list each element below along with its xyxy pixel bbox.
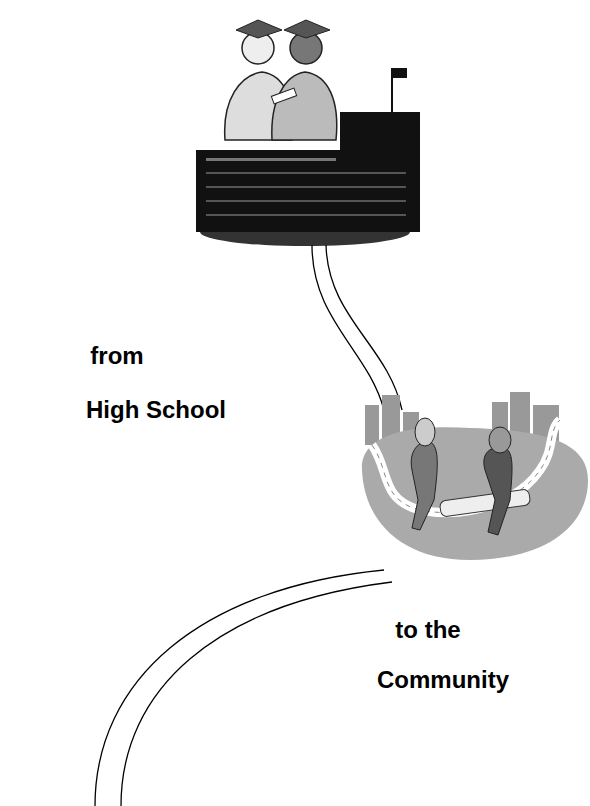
mortarboard bbox=[284, 20, 330, 38]
graduates bbox=[225, 20, 337, 140]
graduate-gown bbox=[272, 72, 337, 140]
community-illustration bbox=[362, 392, 588, 560]
path-line bbox=[312, 245, 384, 410]
text-label: High School bbox=[86, 396, 226, 424]
diploma bbox=[271, 88, 296, 104]
flag-pole bbox=[391, 68, 393, 112]
city-silhouette bbox=[365, 405, 379, 445]
school-building bbox=[196, 68, 420, 246]
building-tower bbox=[340, 112, 420, 152]
path-line bbox=[121, 582, 392, 806]
person-figure bbox=[411, 442, 437, 530]
person-head bbox=[415, 418, 435, 446]
text-label: to the bbox=[395, 616, 460, 644]
building-body bbox=[196, 150, 420, 232]
building-stripe bbox=[206, 214, 406, 216]
building-stripe bbox=[206, 172, 406, 174]
road-segment bbox=[439, 489, 530, 517]
path-line bbox=[326, 245, 402, 410]
flag bbox=[393, 68, 407, 78]
building-stripe bbox=[206, 158, 336, 161]
person-head bbox=[489, 427, 511, 453]
building-stripe bbox=[206, 200, 406, 202]
building-stripe bbox=[206, 186, 406, 188]
mortarboard bbox=[236, 20, 282, 38]
person-figure bbox=[484, 447, 512, 535]
text-label: from bbox=[90, 342, 143, 370]
text-label: Community bbox=[377, 666, 509, 694]
path-line bbox=[95, 570, 384, 806]
